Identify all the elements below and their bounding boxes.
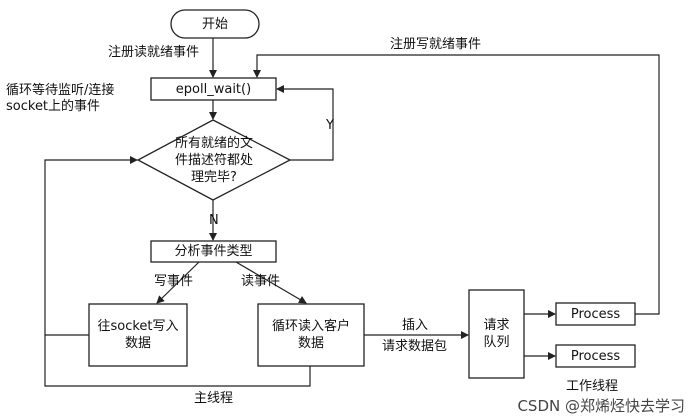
write-to-socket-label: 往socket写入数据 bbox=[97, 319, 179, 351]
loop-yes-arrow bbox=[276, 85, 334, 161]
request-queue-box bbox=[468, 289, 525, 379]
analyze-label: 分析事件类型 bbox=[174, 244, 253, 259]
main-thread-return bbox=[44, 335, 311, 387]
epoll-wait-label: epoll_wait() bbox=[175, 81, 252, 97]
start-label: 开始 bbox=[201, 16, 228, 32]
insert-packet-label: 请求数据包 bbox=[382, 339, 448, 354]
start-node bbox=[170, 9, 260, 39]
arrow-to-read bbox=[235, 261, 307, 304]
register-write-arrow bbox=[253, 54, 660, 315]
worker-thread-label: 工作线程 bbox=[566, 379, 619, 394]
loop-wait-label-2: socket上的事件 bbox=[6, 99, 101, 114]
read-client-label: 循环读入客户数据 bbox=[271, 319, 350, 351]
no-label: N bbox=[209, 213, 219, 228]
decision-label: 所有就绪的文件描述符都处理完毕? bbox=[174, 135, 253, 185]
loop-wait-label-1: 循环等待监听/连接 bbox=[6, 83, 115, 98]
insert-label: 插入 bbox=[402, 318, 429, 333]
loop-back-left bbox=[44, 156, 138, 336]
process-box-2 bbox=[555, 344, 636, 368]
analyze-box bbox=[150, 240, 277, 263]
read-event-label: 读事件 bbox=[241, 274, 281, 289]
register-read-label: 注册读就绪事件 bbox=[108, 45, 200, 60]
write-to-socket-box bbox=[88, 303, 188, 367]
process-2-label: Process bbox=[570, 348, 621, 364]
process-1-label: Process bbox=[570, 306, 621, 322]
yes-label: Y bbox=[326, 118, 334, 133]
write-event-label: 写事件 bbox=[154, 274, 194, 289]
request-queue-label: 请求队列 bbox=[483, 318, 510, 350]
csdn-watermark: CSDN @郑烯烃快去学习 bbox=[517, 397, 685, 415]
arrow-to-write bbox=[156, 261, 200, 304]
main-thread-label: 主线程 bbox=[194, 391, 234, 406]
register-write-label: 注册写就绪事件 bbox=[390, 37, 482, 52]
read-client-box bbox=[257, 303, 365, 367]
